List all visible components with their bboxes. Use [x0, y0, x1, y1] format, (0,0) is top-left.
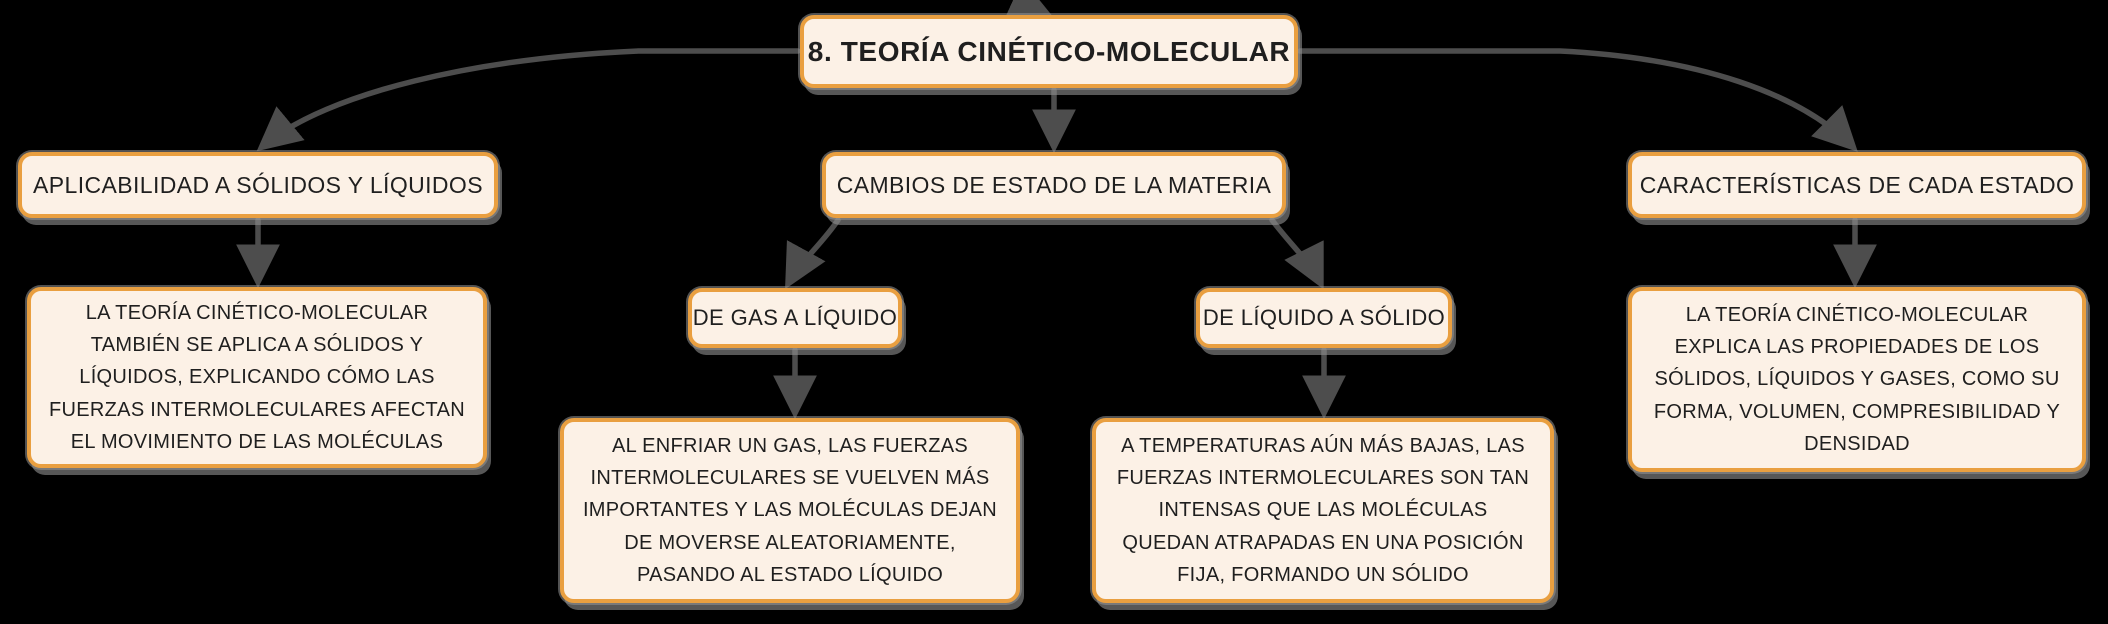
sub-node-label: DE GAS A LÍQUIDO — [692, 305, 898, 330]
edge-center-gas — [785, 217, 841, 290]
detail-text: AL ENFRIAR UN GAS, LAS FUERZAS INTERMOLE… — [582, 434, 998, 587]
root-node[interactable]: 8. TEORÍA CINÉTICO-MOLECULAR — [800, 15, 1298, 88]
edge-root-right-branch — [1297, 48, 1858, 152]
branch-node-aplicabilidad[interactable]: APLICABILIDAD A SÓLIDOS Y LÍQUIDOS — [18, 152, 498, 218]
detail-node-liquido-a-solido[interactable]: A TEMPERATURAS AÚN MÁS BAJAS, LAS FUERZA… — [1092, 418, 1554, 603]
detail-node-gas-a-liquido[interactable]: AL ENFRIAR UN GAS, LAS FUERZAS INTERMOLE… — [560, 418, 1020, 603]
sub-node-gas-a-liquido[interactable]: DE GAS A LÍQUIDO — [688, 288, 902, 348]
detail-text: LA TEORÍA CINÉTICO-MOLECULAR EXPLICA LAS… — [1653, 303, 2061, 456]
edge-root-left-branch — [256, 48, 801, 152]
detail-text: LA TEORÍA CINÉTICO-MOLECULAR TAMBIÉN SE … — [49, 301, 465, 454]
branch-label: CAMBIOS DE ESTADO DE LA MATERIA — [836, 171, 1272, 198]
sub-node-label: DE LÍQUIDO A SÓLIDO — [1202, 305, 1446, 330]
branch-node-cambios-de-estado[interactable]: CAMBIOS DE ESTADO DE LA MATERIA — [822, 152, 1286, 218]
detail-text: A TEMPERATURAS AÚN MÁS BAJAS, LAS FUERZA… — [1116, 434, 1530, 587]
edge-center-liquid — [1269, 217, 1324, 290]
sub-node-liquido-a-solido[interactable]: DE LÍQUIDO A SÓLIDO — [1196, 288, 1452, 348]
edge-root-top — [1004, 0, 1054, 20]
branch-label: APLICABILIDAD A SÓLIDOS Y LÍQUIDOS — [33, 171, 483, 198]
branch-node-caracteristicas[interactable]: CARACTERÍSTICAS DE CADA ESTADO — [1628, 152, 2086, 218]
detail-node-caracteristicas[interactable]: LA TEORÍA CINÉTICO-MOLECULAR EXPLICA LAS… — [1628, 287, 2086, 472]
root-node-label: 8. TEORÍA CINÉTICO-MOLECULAR — [807, 35, 1291, 67]
detail-node-aplicabilidad[interactable]: LA TEORÍA CINÉTICO-MOLECULAR TAMBIÉN SE … — [27, 287, 487, 468]
branch-label: CARACTERÍSTICAS DE CADA ESTADO — [1639, 171, 2075, 198]
